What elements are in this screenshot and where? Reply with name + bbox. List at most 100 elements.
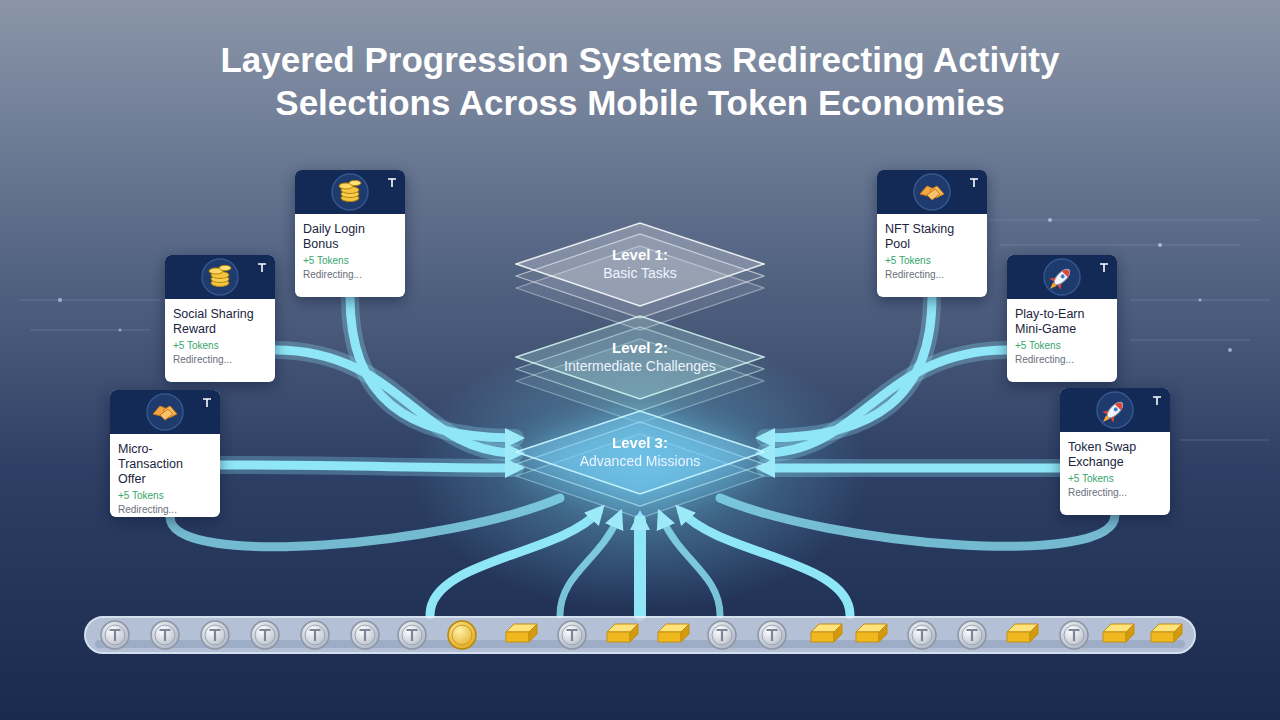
circuit-line bbox=[1130, 300, 1270, 301]
reward-card: Social Sharing Reward +5 TokensRedirectin… bbox=[165, 255, 275, 382]
silver-coin bbox=[908, 621, 936, 649]
circuit-dot bbox=[58, 298, 62, 302]
silver-coin bbox=[101, 621, 129, 649]
circuit-lines bbox=[20, 220, 1270, 440]
flow-arrow bbox=[430, 512, 598, 615]
card-header bbox=[110, 390, 220, 434]
header-fill bbox=[1060, 388, 1170, 432]
card-body: Daily Login Bonus+5 TokensRedirecting... bbox=[295, 214, 405, 282]
diagram-title: Layered Progression Systems Redirecting … bbox=[170, 38, 1110, 124]
status-text: Redirecting... bbox=[303, 268, 398, 282]
gold-bar bbox=[1151, 624, 1182, 642]
header-fill bbox=[110, 390, 220, 434]
card-title: Micro-Transaction Offer bbox=[118, 442, 213, 487]
plate-label: Level 2:Intermediate Challenges bbox=[515, 315, 765, 399]
card-header bbox=[1007, 255, 1117, 299]
header-fill bbox=[1007, 255, 1117, 299]
card-title: Daily Login Bonus bbox=[303, 222, 398, 252]
status-text: Redirecting... bbox=[1015, 353, 1110, 367]
token-reward: +5 Tokens bbox=[118, 489, 213, 503]
level-heading: Level 2: bbox=[612, 339, 668, 357]
activity-icon bbox=[1097, 397, 1127, 427]
connector-glow bbox=[765, 459, 1060, 477]
flow-connector bbox=[765, 468, 1060, 469]
gold-bar bbox=[506, 624, 537, 642]
icon-badge bbox=[914, 174, 950, 210]
reward-card: Daily Login Bonus+5 TokensRedirecting... bbox=[295, 170, 405, 297]
status-text: Redirecting... bbox=[173, 353, 268, 367]
level-plate: Level 3:Advanced Missions bbox=[515, 410, 765, 520]
flow-line bbox=[720, 498, 1115, 546]
plate-face bbox=[516, 316, 764, 399]
token-reward: +5 Tokens bbox=[1068, 472, 1163, 486]
icon-badge bbox=[332, 174, 368, 210]
gold-bar bbox=[856, 624, 887, 642]
level-plate: Level 2:Intermediate Challenges bbox=[515, 315, 765, 425]
flow-arrow bbox=[682, 512, 850, 615]
circuit-line bbox=[1130, 340, 1250, 341]
gold-bar bbox=[658, 624, 689, 642]
token-mark bbox=[1153, 397, 1161, 405]
connector-glow bbox=[765, 350, 1007, 453]
silver-coin bbox=[758, 621, 786, 649]
reward-card: Token Swap Exchange+5 TokensRedirecting.… bbox=[1060, 388, 1170, 515]
silver-coin bbox=[251, 621, 279, 649]
activity-icon bbox=[209, 265, 231, 286]
circuit-dot bbox=[1048, 218, 1052, 222]
flow-arrow bbox=[662, 518, 720, 615]
token-reward: +5 Tokens bbox=[885, 254, 980, 268]
connector-line bbox=[765, 464, 1060, 473]
token-row bbox=[101, 621, 1182, 649]
silver-coin bbox=[301, 621, 329, 649]
token-reward: +5 Tokens bbox=[173, 339, 268, 353]
flow-line bbox=[170, 498, 560, 547]
card-title: NFT Staking Pool bbox=[885, 222, 980, 252]
token-mark bbox=[388, 179, 396, 187]
icon-badge bbox=[147, 394, 183, 430]
level-name: Basic Tasks bbox=[603, 264, 677, 282]
activity-icon bbox=[1044, 264, 1074, 294]
card-body: Play-to-Earn Mini-Game+5 TokensRedirecti… bbox=[1007, 299, 1117, 367]
plate-label: Level 1:Basic Tasks bbox=[515, 222, 765, 306]
level-name: Intermediate Challenges bbox=[564, 357, 716, 375]
status-text: Redirecting... bbox=[885, 268, 980, 282]
card-title: Token Swap Exchange bbox=[1068, 440, 1163, 470]
circuit-line bbox=[30, 330, 150, 331]
circuit-dot bbox=[1199, 299, 1202, 302]
card-body: NFT Staking Pool +5 TokensRedirecting... bbox=[877, 214, 987, 282]
flow-arrow bbox=[634, 520, 646, 615]
icon-badge bbox=[1044, 259, 1080, 295]
plate-face bbox=[516, 223, 764, 306]
reward-card: Play-to-Earn Mini-Game+5 TokensRedirecti… bbox=[1007, 255, 1117, 382]
silver-coin bbox=[708, 621, 736, 649]
silver-coin bbox=[558, 621, 586, 649]
connector-line bbox=[275, 350, 515, 453]
connector-glow bbox=[220, 465, 515, 468]
silver-coin bbox=[1060, 621, 1088, 649]
circuit-line bbox=[1000, 245, 1240, 246]
silver-coin bbox=[351, 621, 379, 649]
card-title: Social Sharing Reward bbox=[173, 307, 268, 337]
connector-glow bbox=[275, 350, 515, 453]
gold-bar bbox=[607, 624, 638, 642]
token-mark bbox=[1100, 264, 1108, 272]
connector-line bbox=[765, 350, 1007, 453]
level-heading: Level 3: bbox=[612, 434, 668, 452]
header-fill bbox=[165, 255, 275, 299]
connector-line bbox=[220, 465, 515, 468]
flow-connector bbox=[275, 350, 515, 453]
flow-connector bbox=[765, 350, 1007, 453]
circuit-dot bbox=[1158, 243, 1162, 247]
reward-card: Micro-Transaction Offer +5 TokensRedirect… bbox=[110, 390, 220, 517]
silver-coin bbox=[398, 621, 426, 649]
activity-icon bbox=[153, 406, 177, 420]
card-body: Micro-Transaction Offer +5 TokensRedirect… bbox=[110, 434, 220, 517]
circuit-dot bbox=[1228, 348, 1232, 352]
card-header bbox=[1060, 388, 1170, 432]
plate-face bbox=[516, 411, 764, 494]
activity-icon bbox=[920, 186, 944, 200]
status-text: Redirecting... bbox=[118, 503, 213, 517]
token-reward: +5 Tokens bbox=[1015, 339, 1110, 353]
gold-bar bbox=[1103, 624, 1134, 642]
